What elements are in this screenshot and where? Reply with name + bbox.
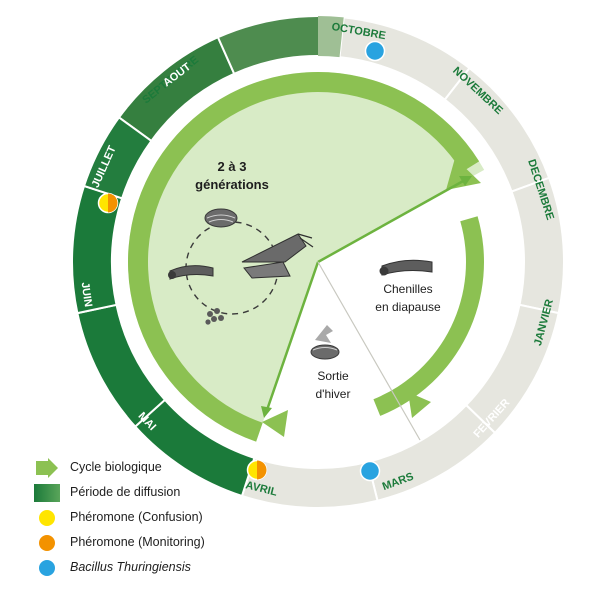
legend-label-cycle: Cycle biologique bbox=[70, 460, 162, 474]
winter-arrow-arc bbox=[373, 216, 484, 416]
pheromone-dot-july bbox=[97, 192, 119, 214]
diapause-line-2: en diapause bbox=[375, 300, 441, 314]
generations-line-2: générations bbox=[195, 177, 269, 192]
divider-line-b bbox=[265, 261, 320, 411]
emergence-arrow-icon bbox=[315, 325, 333, 343]
eggs-icon bbox=[205, 308, 224, 325]
legend-label-diffusion: Période de diffusion bbox=[70, 485, 181, 499]
divider-arrowhead-b bbox=[261, 406, 272, 418]
divider-line-c bbox=[317, 261, 421, 441]
gradient-bar-icon bbox=[34, 484, 60, 502]
caterpillar-icon bbox=[168, 265, 214, 280]
generations-line-1: 2 à 3 bbox=[218, 159, 247, 174]
diapause-line-1: Chenilles bbox=[383, 282, 432, 296]
divider-line-a bbox=[317, 178, 466, 264]
legend-label-confusion: Phéromone (Confusion) bbox=[70, 510, 203, 524]
arrow-icon bbox=[36, 458, 58, 478]
winter-exit-line-2: d'hiver bbox=[316, 387, 351, 401]
cocoon-icon bbox=[204, 208, 238, 228]
pupa-icon bbox=[310, 344, 340, 360]
pheromone-dot-april bbox=[246, 459, 268, 481]
yellow-dot-icon bbox=[39, 510, 55, 526]
legend-label-bt: Bacillus Thuringiensis bbox=[70, 560, 191, 574]
diapause-caterpillar-icon bbox=[379, 259, 433, 276]
bt-dot-october bbox=[364, 40, 386, 62]
cycle-arrowhead-right bbox=[446, 158, 481, 190]
divider-arrowhead-a bbox=[459, 176, 472, 186]
month-segment bbox=[318, 16, 344, 58]
month-ring bbox=[71, 15, 565, 509]
month-segment bbox=[82, 116, 153, 200]
moth-icon bbox=[241, 233, 314, 279]
cycle-arrowhead-left bbox=[262, 410, 288, 437]
winter-arrowhead bbox=[408, 392, 431, 418]
winter-exit-line-1: Sortie bbox=[317, 369, 349, 383]
bt-dot-march bbox=[359, 460, 381, 482]
legend-label-monitoring: Phéromone (Monitoring) bbox=[70, 535, 205, 549]
month-label: JUIN bbox=[79, 281, 94, 308]
blue-dot-icon bbox=[39, 560, 55, 576]
active-period-sector bbox=[128, 72, 485, 442]
orange-dot-icon bbox=[39, 535, 55, 551]
